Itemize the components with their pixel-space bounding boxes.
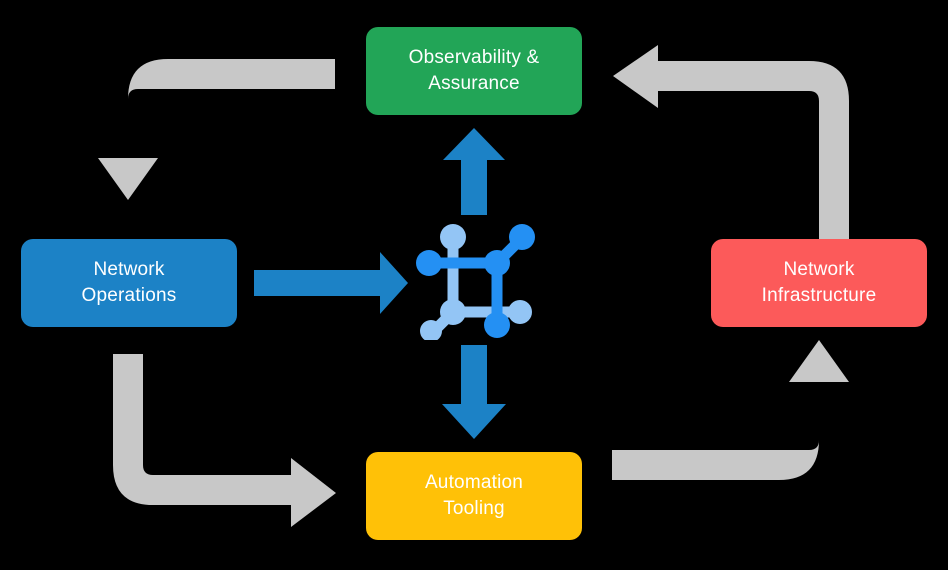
- arrow-infrastructure-to-observability: [613, 45, 849, 240]
- arrow-center-to-automation: [442, 345, 506, 439]
- node-box-network-operations[interactable]: Network Operations: [21, 239, 237, 327]
- node-box-automation-tooling[interactable]: Automation Tooling: [366, 452, 582, 540]
- arrow-operations-to-center: [254, 252, 408, 314]
- node-box-network-infrastructure[interactable]: Network Infrastructure: [711, 239, 927, 327]
- topology-light-nodes: [420, 224, 532, 342]
- topology-dark-nodes: [416, 224, 535, 338]
- network-topology-icon-svg: [416, 224, 535, 342]
- arrow-center-to-observability: [443, 128, 505, 215]
- arrow-operations-to-automation: [113, 354, 336, 527]
- network-topology-icon: [415, 215, 540, 342]
- arrow-observability-to-operations: [98, 59, 335, 200]
- arrow-automation-to-infrastructure: [612, 340, 849, 480]
- node-box-observability[interactable]: Observability & Assurance: [366, 27, 582, 115]
